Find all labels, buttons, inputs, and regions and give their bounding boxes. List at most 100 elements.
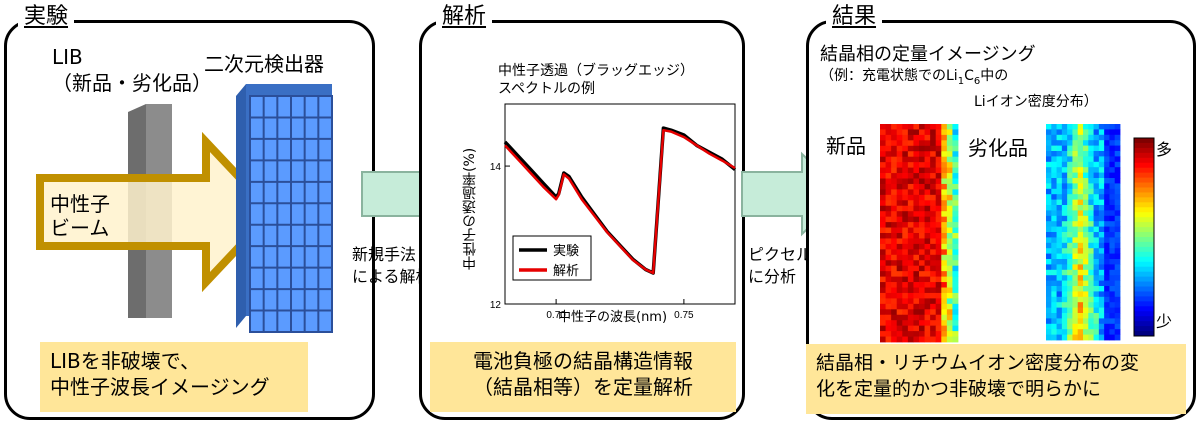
map-pixel <box>902 303 909 310</box>
map-pixel <box>1088 323 1094 330</box>
map-pixel <box>941 276 948 283</box>
map-pixel <box>941 156 948 163</box>
colorbar-step <box>1134 152 1154 159</box>
map-pixel <box>952 178 959 185</box>
map-pixel <box>1067 226 1073 233</box>
map-pixel <box>919 134 925 141</box>
map-pixel <box>1051 145 1057 152</box>
map-pixel <box>907 254 914 261</box>
map-pixel <box>1088 313 1094 319</box>
map-pixel <box>1051 226 1057 233</box>
map-pixel <box>880 260 886 267</box>
map-pixel <box>919 320 925 327</box>
colorbar-step <box>1134 187 1154 193</box>
map-pixel <box>1061 269 1068 276</box>
map-pixel <box>1051 199 1057 206</box>
map-pixel <box>902 276 909 283</box>
map-pixel <box>924 227 931 234</box>
map-pixel <box>1093 286 1100 292</box>
map-pixel <box>907 205 914 212</box>
map-pixel <box>1051 210 1057 217</box>
map-pixel <box>880 194 886 201</box>
map-pixel <box>946 194 953 201</box>
map-pixel <box>1051 259 1057 265</box>
map-pixel <box>1077 313 1084 319</box>
map-pixel <box>1114 307 1121 314</box>
map-pixel <box>896 320 903 327</box>
x-tick-label: 0.75 <box>674 310 694 321</box>
map-pixel <box>1098 286 1105 292</box>
map-pixel <box>1109 329 1116 335</box>
map-pixel <box>935 129 942 136</box>
map-pixel <box>1067 205 1073 211</box>
map-pixel <box>885 211 892 218</box>
map-pixel <box>952 189 959 196</box>
chart-xlabel: 中性子の波長(nm) <box>558 310 668 325</box>
map-pixel <box>946 222 953 228</box>
colorbar-step <box>1134 296 1154 302</box>
map-pixel <box>1046 215 1052 222</box>
analysis-summary-line1: 電池負極の結晶構造情報 <box>473 349 693 373</box>
map-pixel <box>1114 323 1121 330</box>
map-pixel <box>1088 161 1094 168</box>
map-pixel <box>1046 323 1052 330</box>
map-pixel <box>919 336 925 343</box>
map-pixel <box>941 320 948 327</box>
map-pixel <box>1046 210 1052 217</box>
map-pixel <box>1056 194 1063 200</box>
map-pixel <box>924 233 931 239</box>
map-pixel <box>891 303 898 310</box>
map-pixel <box>1067 221 1073 227</box>
map-pixel <box>1098 161 1105 168</box>
map-pixel <box>1072 280 1079 287</box>
map-pixel <box>1114 269 1121 276</box>
analysis-summary-line2: （結晶相等）を定量解析 <box>473 375 693 399</box>
map-pixel <box>896 292 903 299</box>
map-pixel <box>1088 215 1094 222</box>
map-pixel <box>919 238 925 245</box>
map-pixel <box>952 298 959 305</box>
map-pixel <box>1098 221 1105 227</box>
map-pixel <box>1061 140 1068 146</box>
map-pixel <box>1077 188 1084 195</box>
map-pixel <box>1061 232 1068 238</box>
map-pixel <box>1077 307 1084 314</box>
map-pixel <box>1046 199 1052 206</box>
map-pixel <box>891 145 898 152</box>
map-pixel <box>941 238 948 245</box>
map-pixel <box>902 331 909 337</box>
map-pixel <box>1088 140 1094 146</box>
map-pixel <box>880 320 886 327</box>
map-pixel <box>1088 188 1094 195</box>
map-pixel <box>1067 264 1073 271</box>
map-pixel <box>1061 259 1068 265</box>
map-pixel <box>952 129 959 136</box>
map-pixel <box>907 134 914 141</box>
map-pixel <box>1046 296 1052 303</box>
map-pixel <box>935 271 942 277</box>
map-pixel <box>941 151 948 158</box>
map-pixel <box>913 189 920 196</box>
map-pixel <box>880 167 886 174</box>
map-pixel <box>1077 156 1084 163</box>
map-pixel <box>946 233 953 239</box>
map-pixel <box>913 145 920 152</box>
map-pixel <box>941 173 948 179</box>
map-pixel <box>1114 296 1121 303</box>
map-pixel <box>1098 296 1105 303</box>
map-pixel <box>924 265 931 272</box>
map-pixel <box>1046 264 1052 271</box>
map-pixel <box>891 216 898 223</box>
map-pixel <box>891 249 898 256</box>
map-pixel <box>935 282 942 288</box>
map-pixel <box>935 167 942 174</box>
map-pixel <box>1051 264 1057 271</box>
map-pixel <box>946 145 953 152</box>
map-pixel <box>1072 134 1079 141</box>
chart-title: 中性子透過（ブラッグエッジ） スペクトルの例 <box>498 62 694 98</box>
map-pixel <box>941 222 948 228</box>
map-pixel <box>907 140 914 147</box>
map-pixel <box>902 156 909 163</box>
legend-box <box>512 235 592 281</box>
map-pixel <box>952 265 959 272</box>
